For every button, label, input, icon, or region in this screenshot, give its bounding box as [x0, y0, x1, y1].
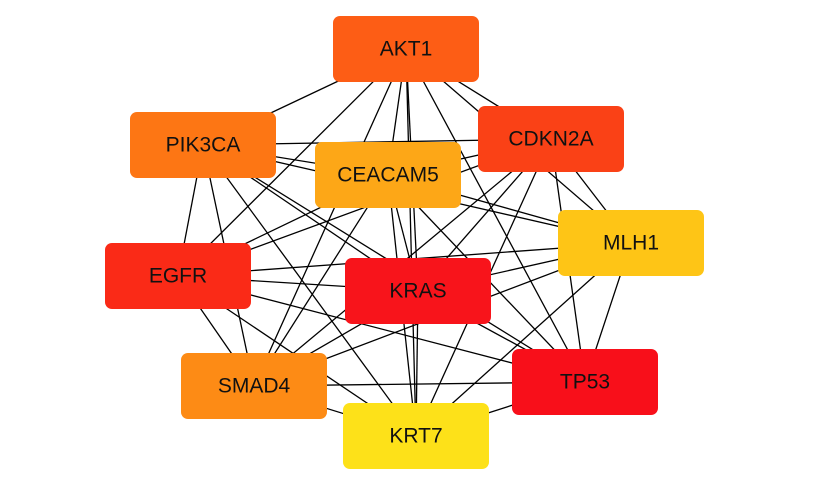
node-box-mlh1 [558, 210, 704, 276]
node-label-egfr: EGFR [149, 265, 207, 288]
node-label-ceacam5: CEACAM5 [337, 164, 439, 187]
edge-akt1-egfr [177, 48, 407, 277]
edge-akt1-krt7 [405, 48, 417, 437]
node-label-pik3ca: PIK3CA [166, 134, 241, 157]
node-box-pik3ca [130, 112, 276, 178]
node-krt7: KRT7 [343, 403, 489, 469]
edge-akt1-smad4 [253, 48, 407, 387]
node-ceacam5: CEACAM5 [315, 142, 461, 208]
node-label-mlh1: MLH1 [603, 232, 659, 255]
node-label-krt7: KRT7 [389, 425, 442, 448]
node-pik3ca: PIK3CA [130, 112, 276, 178]
node-tp53: TP53 [512, 349, 658, 415]
node-smad4: SMAD4 [181, 353, 327, 419]
node-label-tp53: TP53 [560, 371, 610, 394]
node-box-krt7 [343, 403, 489, 469]
node-box-egfr [105, 243, 251, 309]
node-box-kras [345, 258, 491, 324]
node-cdkn2a: CDKN2A [478, 106, 624, 172]
edge-pik3ca-krt7 [202, 144, 417, 437]
edge-ceacam5-smad4 [253, 174, 389, 387]
node-mlh1: MLH1 [558, 210, 704, 276]
node-label-akt1: AKT1 [380, 38, 433, 61]
node-box-tp53 [512, 349, 658, 415]
edge-akt1-tp53 [405, 48, 586, 383]
node-label-kras: KRAS [389, 280, 446, 303]
node-kras: KRAS [345, 258, 491, 324]
node-egfr: EGFR [105, 243, 251, 309]
node-box-ceacam5 [315, 142, 461, 208]
node-label-smad4: SMAD4 [218, 375, 291, 398]
node-box-akt1 [333, 16, 479, 82]
node-label-cdkn2a: CDKN2A [508, 128, 593, 151]
node-box-cdkn2a [478, 106, 624, 172]
node-box-smad4 [181, 353, 327, 419]
node-akt1: AKT1 [333, 16, 479, 82]
